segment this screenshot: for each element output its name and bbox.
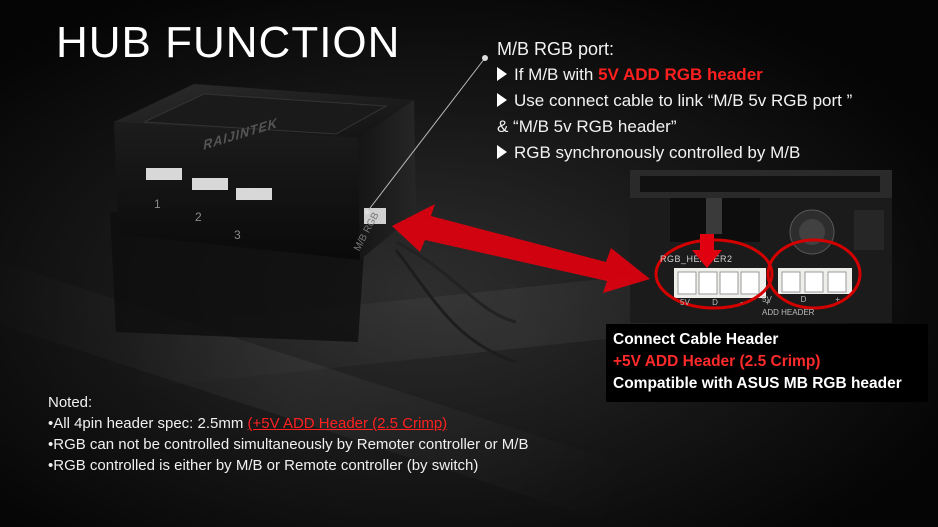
hub-port-number: 1 (154, 197, 161, 211)
notes-heading: Noted: (48, 394, 93, 411)
mb-port-bullet-continuation: & “M/B 5v RGB header” (497, 117, 677, 136)
mb-port-bullet: If M/B with 5V ADD RGB header (497, 62, 852, 88)
board-right-label: ADD HEADER (762, 308, 815, 317)
red-down-arrow-icon (692, 234, 722, 268)
board-right-pin-labels: 5V D + (762, 295, 840, 304)
note-line: •RGB controlled is either by M/B or Remo… (48, 457, 479, 474)
note-highlight: (+5V ADD Header (2.5 Crimp) (247, 415, 448, 432)
motherboard-photo: RGB_HEADER2 5V D - + 5V D + ADD HEADER (630, 170, 892, 323)
hub-device-illustration (110, 84, 516, 364)
bullet-triangle-icon (497, 145, 507, 159)
pin-label: 5V (680, 298, 690, 307)
mb-port-bullet: Use connect cable to link “M/B 5v RGB po… (497, 88, 852, 114)
mb-port-info: M/B RGB port: If M/B with 5V ADD RGB hea… (497, 36, 852, 166)
bullet-text: If M/B with (514, 65, 599, 84)
connect-cable-caption: Connect Cable Header +5V ADD Header (2.5… (606, 324, 928, 402)
caption-line-highlight: +5V ADD Header (2.5 Crimp) (613, 353, 821, 370)
hub-port-number: 2 (195, 210, 202, 224)
bullet-triangle-icon (497, 93, 507, 107)
caption-line: Compatible with ASUS MB RGB header (613, 375, 902, 392)
notes-block: Noted: •All 4pin header spec: 2.5mm (+5V… (48, 392, 528, 476)
board-header-label: RGB_HEADER2 (660, 254, 733, 264)
hub-port-number: 3 (234, 228, 241, 242)
pin-label: D (712, 298, 718, 307)
bullet-text: RGB synchronously controlled by M/B (514, 143, 801, 162)
caption-line: Connect Cable Header (613, 331, 779, 348)
bullet-highlight: 5V ADD RGB header (598, 65, 763, 84)
mb-port-bullet: RGB synchronously controlled by M/B (497, 140, 852, 166)
board-pin-labels: 5V D - + (680, 298, 770, 307)
bullet-triangle-icon (497, 67, 507, 81)
note-line: •All 4pin header spec: 2.5mm (+5V ADD He… (48, 413, 528, 434)
bullet-text: Use connect cable to link “M/B 5v RGB po… (514, 91, 853, 110)
pin-label: - (740, 298, 743, 307)
note-text: •All 4pin header spec: 2.5mm (48, 415, 248, 432)
mb-port-heading: M/B RGB port: (497, 39, 615, 59)
pin-label: + (835, 295, 840, 304)
pin-label: + (765, 298, 770, 307)
pin-label: D (800, 295, 807, 304)
page-title: HUB FUNCTION (56, 18, 401, 67)
note-line: •RGB can not be controlled simultaneousl… (48, 436, 529, 453)
pin-label: 5V (762, 295, 772, 304)
